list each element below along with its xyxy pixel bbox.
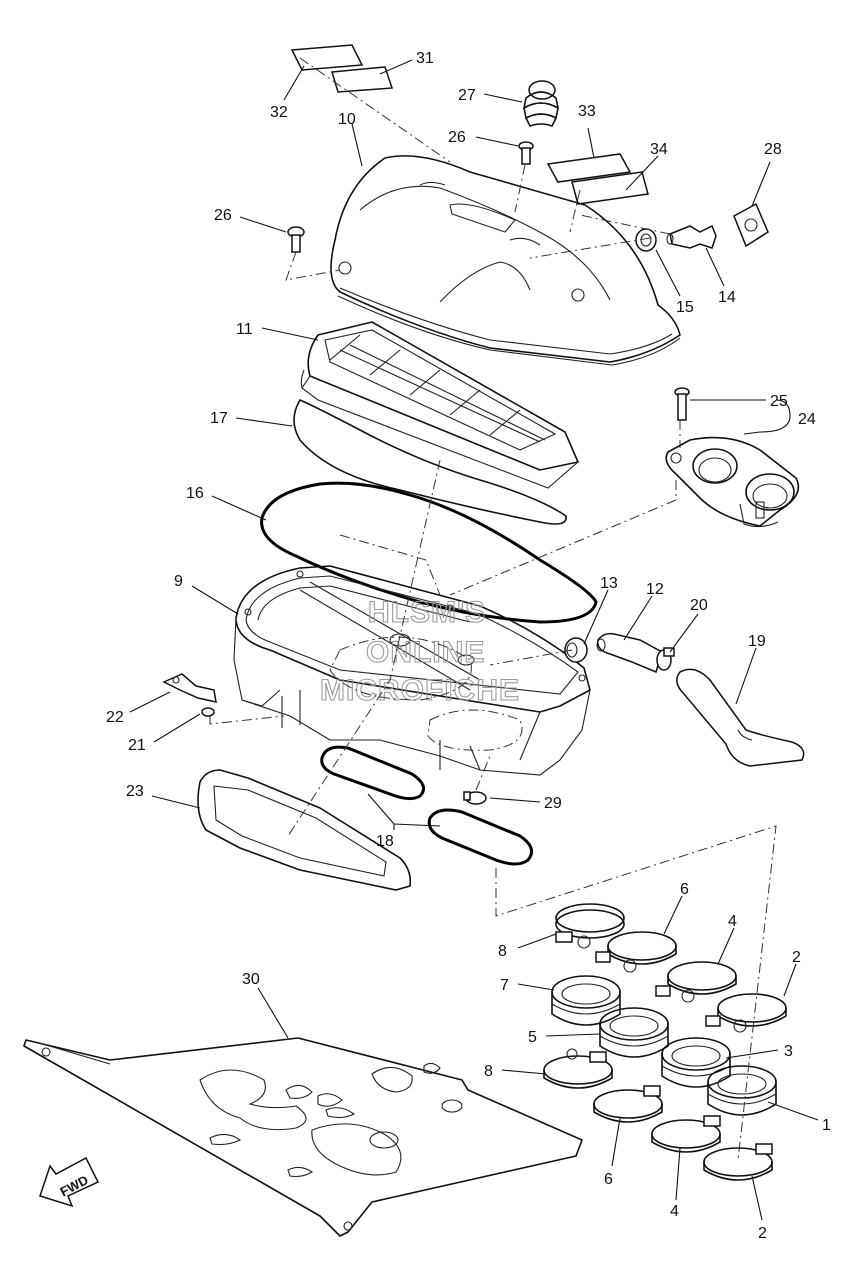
callout-17: 17 bbox=[210, 410, 228, 427]
clamp-2-lower bbox=[703, 1143, 773, 1181]
callout-26-top: 26 bbox=[448, 129, 466, 146]
decal-33 bbox=[546, 153, 632, 183]
clamp-4-lower bbox=[651, 1115, 721, 1153]
callout-16: 16 bbox=[186, 485, 204, 502]
clamp-4-upper bbox=[655, 961, 737, 1003]
callout-6-upper: 6 bbox=[680, 881, 689, 898]
plug-27 bbox=[523, 80, 559, 127]
callout-3: 3 bbox=[784, 1043, 793, 1060]
watermark-line-1: HLSM'S bbox=[368, 596, 486, 629]
callouts: 31 32 27 33 10 26 34 28 26 15 14 11 25 2… bbox=[106, 50, 831, 1242]
callout-14: 14 bbox=[718, 289, 736, 306]
callout-25: 25 bbox=[770, 393, 788, 410]
callout-15: 15 bbox=[676, 299, 694, 316]
joint-7 bbox=[551, 975, 621, 1026]
clip-28 bbox=[733, 202, 769, 248]
nut-21 bbox=[201, 707, 215, 717]
callout-27: 27 bbox=[458, 87, 476, 104]
callout-19: 19 bbox=[748, 633, 766, 650]
callout-10: 10 bbox=[338, 111, 356, 128]
callout-30: 30 bbox=[242, 971, 260, 988]
callout-33: 33 bbox=[578, 103, 596, 120]
callout-23: 23 bbox=[126, 783, 144, 800]
clamp-29 bbox=[463, 791, 487, 805]
callout-4-upper: 4 bbox=[728, 913, 737, 930]
air-filter-element-11 bbox=[300, 321, 579, 489]
callout-24: 24 bbox=[798, 411, 816, 428]
decal-31 bbox=[331, 66, 394, 93]
clamp-6-lower bbox=[593, 1085, 663, 1123]
callout-29: 29 bbox=[544, 795, 562, 812]
screw-26-top bbox=[518, 141, 534, 165]
callout-28: 28 bbox=[764, 141, 782, 158]
callout-11: 11 bbox=[236, 321, 253, 338]
watermark-line-2: ONLINE bbox=[366, 636, 485, 669]
grommet-15 bbox=[635, 228, 657, 252]
callout-12: 12 bbox=[646, 581, 664, 598]
clamp-6-upper bbox=[595, 931, 677, 973]
air-cleaner-cover-10 bbox=[330, 155, 681, 366]
joint-5 bbox=[599, 1007, 669, 1058]
callout-5: 5 bbox=[528, 1029, 537, 1046]
clamp-2-upper bbox=[705, 993, 787, 1033]
callout-22: 22 bbox=[106, 709, 124, 726]
callout-26-left: 26 bbox=[214, 207, 232, 224]
callout-8-upper: 8 bbox=[498, 943, 507, 960]
joint-3 bbox=[661, 1037, 731, 1088]
callout-7: 7 bbox=[500, 977, 509, 994]
joint-1 bbox=[707, 1065, 777, 1116]
decal-34 bbox=[571, 171, 649, 205]
callout-18: 18 bbox=[376, 833, 394, 850]
bolt-25 bbox=[674, 387, 690, 421]
gaskets-18 bbox=[320, 745, 534, 866]
fitting-14 bbox=[666, 224, 717, 249]
gasket-17 bbox=[293, 399, 567, 525]
watermark: HLSM'S ONLINE MICROFICHE bbox=[319, 595, 520, 707]
callout-6-lower: 6 bbox=[604, 1171, 613, 1188]
callout-31: 31 bbox=[416, 50, 434, 67]
callout-2-lower: 2 bbox=[758, 1225, 767, 1242]
leader-lines bbox=[129, 59, 819, 1221]
assembly-lines bbox=[209, 57, 777, 1161]
clamp-8-upper bbox=[555, 903, 625, 949]
air-cleaner-case-9 bbox=[233, 565, 591, 776]
callout-4-lower: 4 bbox=[670, 1203, 679, 1220]
forward-arrow-icon: FWD bbox=[39, 1156, 100, 1208]
duct-23 bbox=[197, 769, 412, 891]
watermark-line-3: MICROFICHE bbox=[320, 674, 520, 707]
screw-26-left bbox=[287, 226, 305, 253]
callout-13: 13 bbox=[600, 575, 618, 592]
clamp-20 bbox=[656, 647, 675, 671]
callout-9: 9 bbox=[174, 573, 183, 590]
bracket-22 bbox=[162, 673, 217, 703]
hose-12 bbox=[596, 632, 663, 674]
callout-2-upper: 2 bbox=[792, 949, 801, 966]
grommet-13 bbox=[564, 637, 588, 663]
hose-19 bbox=[676, 668, 805, 767]
callout-21: 21 bbox=[128, 737, 146, 754]
clamp-8-lower bbox=[543, 1048, 613, 1089]
callout-8-lower: 8 bbox=[484, 1063, 493, 1080]
callout-1: 1 bbox=[822, 1117, 831, 1134]
plate-30 bbox=[23, 1037, 583, 1237]
decal-32 bbox=[290, 44, 364, 71]
callout-32: 32 bbox=[270, 104, 288, 121]
callout-20: 20 bbox=[690, 597, 708, 614]
joint-plate-24 bbox=[665, 436, 800, 528]
gasket-16[interactable] bbox=[260, 481, 598, 624]
callout-34: 34 bbox=[650, 141, 668, 158]
